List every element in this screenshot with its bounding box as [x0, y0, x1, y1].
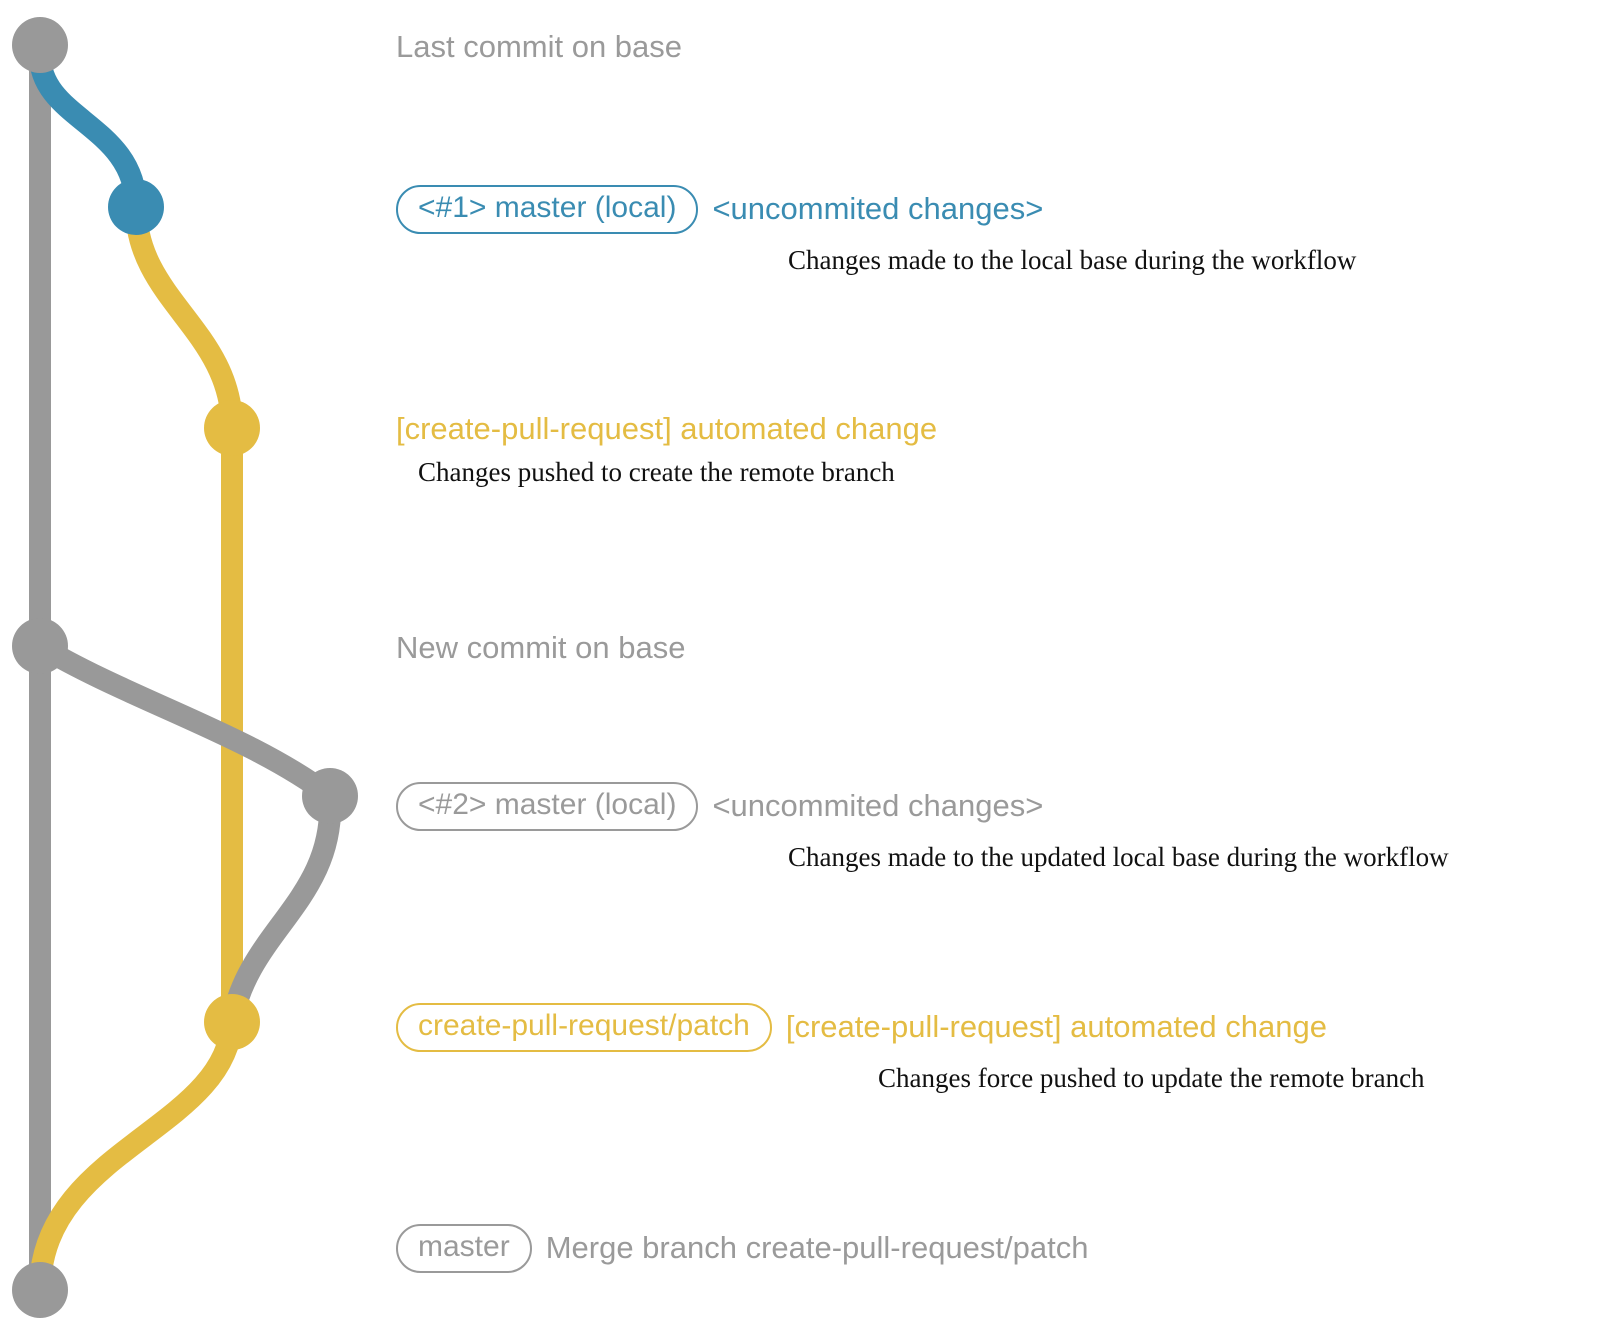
patch-merge-line [29, 1011, 243, 1301]
desc-master-local-2: Changes made to the updated local base d… [788, 842, 1449, 872]
row-new-commit: New commit on base [396, 630, 686, 665]
desc-master-local-1: Changes made to the local base during th… [788, 245, 1357, 275]
node-master-local-2[interactable] [302, 768, 358, 824]
node-create-pull-request-commit-1[interactable] [204, 400, 260, 456]
row-last-commit-headline: Last commit on base [396, 29, 683, 64]
row-automated-change-2-headline: create-pull-request/patch [create-pull-r… [396, 1003, 1425, 1052]
local-branch-line-2 [29, 635, 341, 807]
badge-master[interactable]: master [396, 1224, 532, 1273]
row-automated-change-2: create-pull-request/patch [create-pull-r… [396, 1003, 1425, 1094]
badge-create-pull-request-patch[interactable]: create-pull-request/patch [396, 1003, 772, 1052]
node-master-local-1[interactable] [108, 179, 164, 235]
row-automated-change-1-headline: [create-pull-request] automated change [396, 411, 938, 446]
node-merge-commit[interactable] [12, 1262, 68, 1318]
node-create-pull-request-commit-2[interactable] [204, 994, 260, 1050]
badge-master-local-2[interactable]: <#2> master (local) [396, 782, 699, 831]
row-last-commit: Last commit on base [396, 29, 683, 64]
row-new-commit-headline: New commit on base [396, 630, 686, 665]
node-last-commit-on-base[interactable] [12, 17, 68, 73]
uncommitted-changes-label-2: <uncommited changes> [712, 788, 1044, 824]
automated-change-label-1: [create-pull-request] automated change [396, 411, 938, 446]
automated-change-label-2: [create-pull-request] automated change [785, 1009, 1327, 1045]
node-new-commit-on-base[interactable] [12, 618, 68, 674]
row-merge-commit: master Merge branch create-pull-request/… [396, 1224, 1088, 1273]
local-to-patch-line [221, 785, 342, 1033]
row-automated-change-1: [create-pull-request] automated change C… [396, 411, 938, 488]
new-commit-label: New commit on base [396, 630, 686, 665]
row-master-local-2-headline: <#2> master (local) <uncommited changes> [396, 782, 1449, 831]
merge-commit-label: Merge branch create-pull-request/patch [545, 1230, 1089, 1266]
commit-nodes [12, 17, 358, 1318]
row-merge-commit-headline: master Merge branch create-pull-request/… [396, 1224, 1088, 1273]
last-commit-label: Last commit on base [396, 29, 683, 64]
row-master-local-1: <#1> master (local) <uncommited changes>… [396, 185, 1356, 276]
badge-master-local-1[interactable]: <#1> master (local) [396, 185, 699, 234]
row-master-local-1-headline: <#1> master (local) <uncommited changes> [396, 185, 1356, 234]
row-master-local-2: <#2> master (local) <uncommited changes>… [396, 782, 1449, 873]
desc-automated-change-1: Changes pushed to create the remote bran… [418, 457, 895, 488]
patch-branch-line-1 [125, 196, 243, 439]
uncommitted-changes-label-1: <uncommited changes> [712, 191, 1044, 227]
desc-automated-change-2: Changes force pushed to update the remot… [878, 1063, 1425, 1093]
